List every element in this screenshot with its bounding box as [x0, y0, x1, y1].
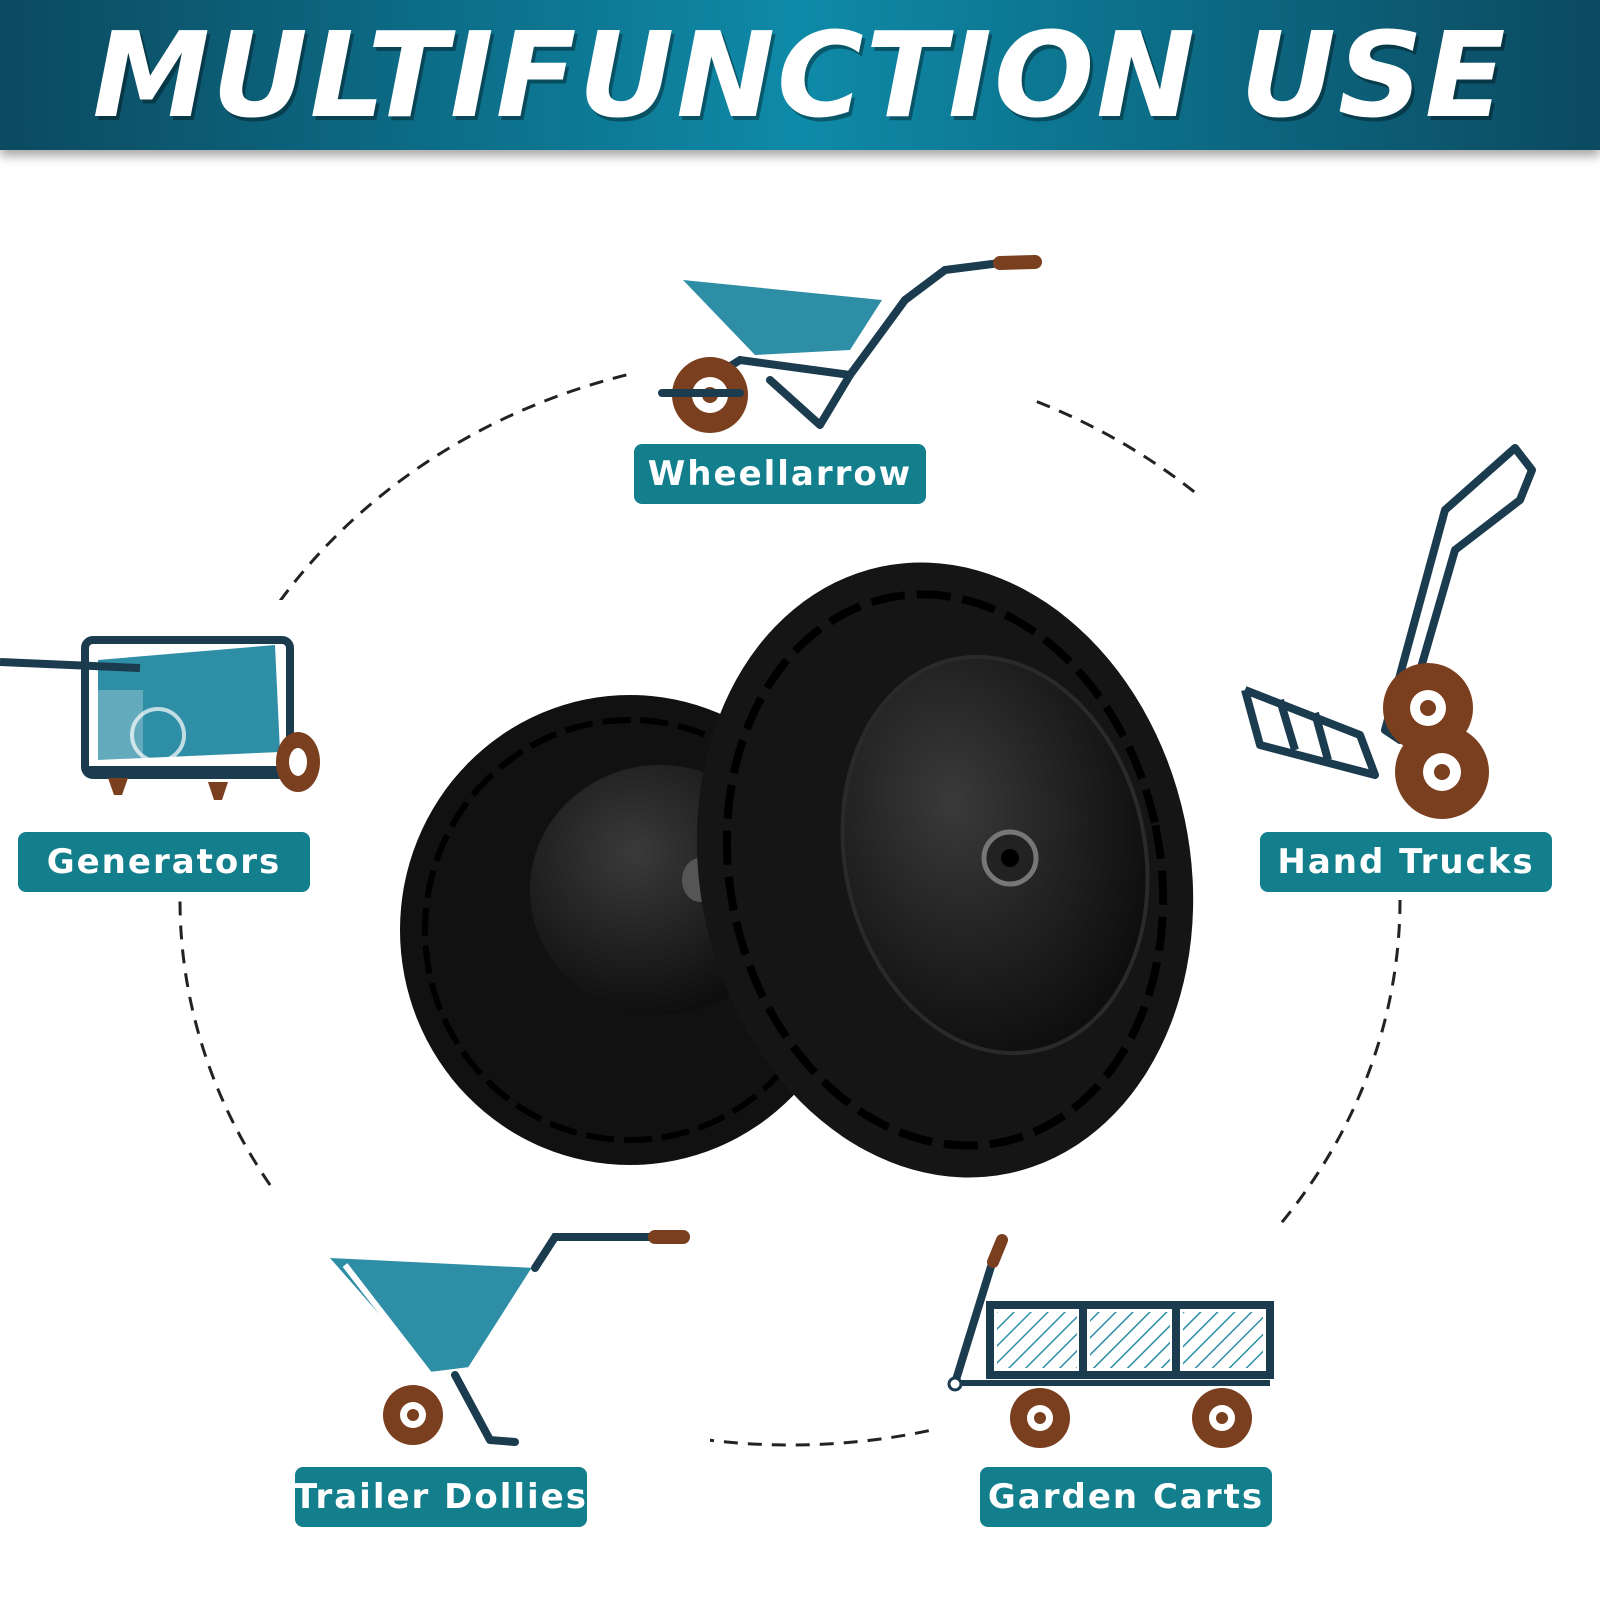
label-garden-carts: Garden Carts [980, 1467, 1272, 1527]
trailer-dolly-icon [330, 1230, 690, 1446]
header-banner: MULTIFUNCTION USE [0, 0, 1600, 150]
hand-truck-icon [1241, 444, 1536, 819]
label-wheelbarrow: Wheellarrow [634, 444, 926, 504]
page-title: MULTIFUNCTION USE [92, 6, 1508, 144]
generator-icon [0, 636, 320, 800]
wheelbarrow-icon [658, 255, 1042, 433]
label-generators: Generators [18, 832, 310, 892]
tire-pair-icon [400, 562, 1194, 1178]
label-trailer-dollies: Trailer Dollies [294, 1467, 587, 1527]
garden-cart-icon [947, 1234, 1274, 1448]
front-tire [696, 562, 1194, 1178]
label-hand-trucks: Hand Trucks [1260, 832, 1552, 892]
